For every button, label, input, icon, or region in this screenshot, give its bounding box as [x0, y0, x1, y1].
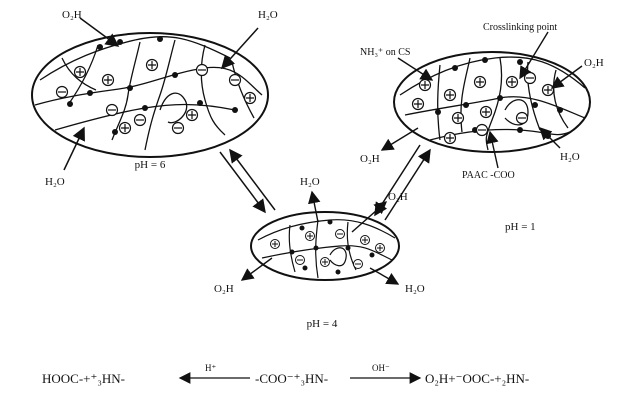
water-label-7: H₂O [300, 176, 320, 188]
equation-middle-species: -COO⁻⁺₃HN- [255, 371, 328, 386]
water-label-8: O₂H [214, 283, 234, 295]
positive-charge-icons [73, 58, 257, 135]
label-crosslinking-point: Crosslinking point [483, 22, 557, 33]
equilibrium-arrows-left [219, 148, 276, 214]
water-label-9: O₂H [388, 191, 408, 203]
equilibrium-arrows-right [374, 144, 431, 221]
water-label-1: O₂H [62, 9, 82, 21]
label-paac-coo: PAAC -COO [462, 170, 515, 181]
water-label-4: O₂H [584, 57, 604, 69]
network-ph6: pH = 6 [31, 32, 269, 171]
equation-row: HOOC-+⁺₃HN- H⁺ -COO⁻⁺₃HN- OH⁻ O₂H+⁻OOC-+… [42, 363, 529, 386]
equation-left-species: HOOC-+⁺₃HN- [42, 371, 125, 386]
label-ph-right: pH = 1 [505, 221, 536, 233]
water-label-3: H₂O [45, 176, 65, 188]
hydrogel-ellipse-large [31, 32, 269, 158]
water-label-6: H₂O [560, 151, 580, 163]
water-label-10: H₂O [405, 283, 425, 295]
arrow-left-label: H⁺ [205, 363, 216, 373]
water-label-2: H₂O [258, 9, 278, 21]
arrow-right-label: OH⁻ [372, 363, 390, 373]
hydrogel-ellipse-small [250, 211, 400, 281]
label-nh3-on-cs: NH₃⁺ on CS [360, 47, 410, 58]
network-ph1 [393, 51, 591, 153]
label-ph-bottom: pH = 4 [307, 318, 338, 330]
equation-right-species: O₂H+⁻OOC-+₂HN- [425, 371, 529, 386]
network-ph4: pH = 4 [250, 211, 400, 330]
hydrogel-ellipse-medium [393, 51, 591, 153]
water-label-5: O₂H [360, 153, 380, 165]
label-ph-left: pH = 6 [135, 159, 166, 171]
